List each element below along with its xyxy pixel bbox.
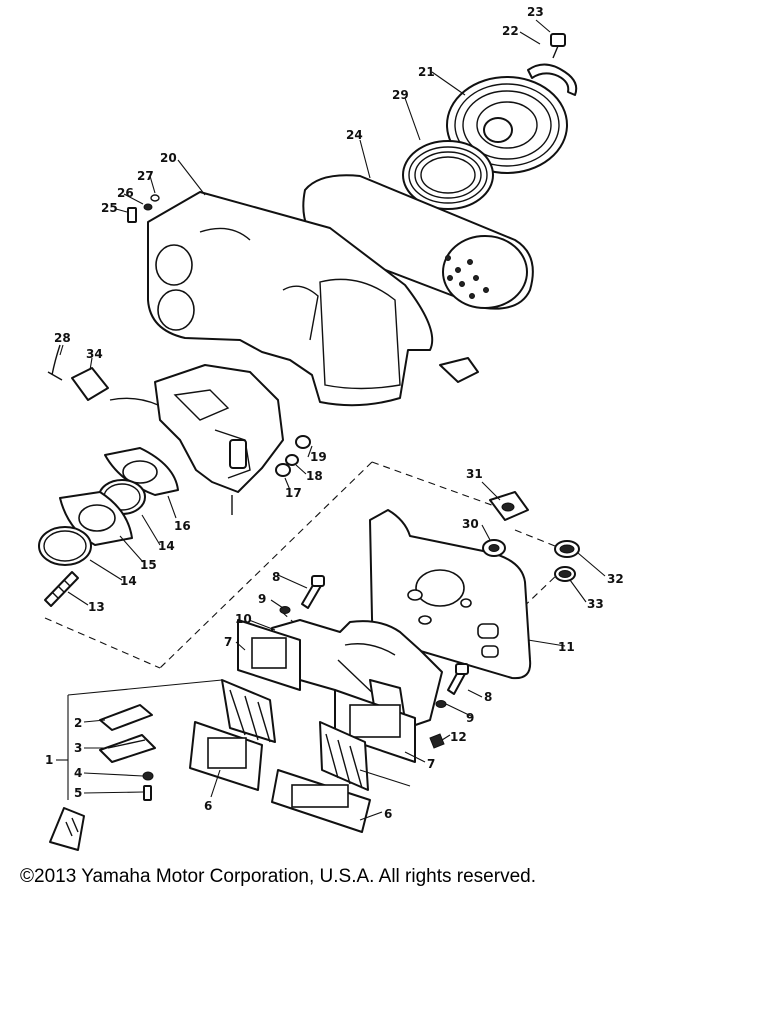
callout-32: 32 bbox=[607, 572, 624, 586]
callout-24: 24 bbox=[346, 128, 363, 142]
gasket-6-lower bbox=[271, 769, 371, 833]
gasket-16 bbox=[104, 447, 179, 496]
callout-23: 23 bbox=[527, 5, 544, 19]
fitting-17 bbox=[275, 463, 291, 477]
clip-22 bbox=[527, 63, 578, 96]
washer-26 bbox=[143, 203, 153, 211]
spring-28 bbox=[47, 344, 63, 381]
callout-6-lower: 6 bbox=[384, 807, 392, 821]
front-direction-marker bbox=[49, 807, 85, 851]
perforations bbox=[445, 255, 489, 299]
callout-12: 12 bbox=[450, 730, 467, 744]
callout-7-lower: 7 bbox=[427, 757, 435, 771]
callout-20: 20 bbox=[160, 151, 177, 165]
callout-9-upper: 9 bbox=[258, 592, 266, 606]
callout-11: 11 bbox=[558, 640, 575, 654]
callout-25: 25 bbox=[101, 201, 118, 215]
screw-5 bbox=[143, 785, 152, 801]
callout-9-lower: 9 bbox=[466, 711, 474, 725]
washer-9-lower bbox=[435, 700, 447, 708]
callout-31: 31 bbox=[466, 467, 483, 481]
callout-7-upper: 7 bbox=[224, 635, 232, 649]
reed-valve-assembly-upper bbox=[221, 679, 276, 743]
screw-12 bbox=[429, 733, 445, 749]
callout-13: 13 bbox=[88, 600, 105, 614]
callout-2: 2 bbox=[74, 716, 82, 730]
callout-6-upper: 6 bbox=[204, 799, 212, 813]
callout-18: 18 bbox=[306, 469, 323, 483]
callout-21: 21 bbox=[418, 65, 435, 79]
callout-14-upper: 14 bbox=[158, 539, 175, 553]
carburetor bbox=[109, 364, 284, 515]
o-ring-14-lower bbox=[38, 526, 92, 566]
callout-16: 16 bbox=[174, 519, 191, 533]
exploded-parts-diagram: 23 22 21 29 24 20 27 26 25 28 34 19 18 1… bbox=[38, 5, 624, 851]
callout-33: 33 bbox=[587, 597, 604, 611]
callout-8-lower: 8 bbox=[484, 690, 492, 704]
bolt-8-upper bbox=[301, 575, 325, 609]
silencer-case-20 bbox=[147, 191, 479, 407]
callout-1: 1 bbox=[45, 753, 53, 767]
stud-13 bbox=[44, 571, 79, 607]
callout-22: 22 bbox=[502, 24, 519, 38]
callout-28: 28 bbox=[54, 331, 71, 345]
washer-4 bbox=[142, 771, 154, 781]
callout-15: 15 bbox=[140, 558, 157, 572]
callout-8-upper: 8 bbox=[272, 570, 280, 584]
callout-34: 34 bbox=[86, 347, 103, 361]
callout-27: 27 bbox=[137, 169, 154, 183]
lock-washer-27 bbox=[150, 194, 160, 202]
silencer-tube-24 bbox=[302, 174, 534, 310]
callout-10: 10 bbox=[235, 612, 252, 626]
callout-labels: 23 22 21 29 24 20 27 26 25 28 34 19 18 1… bbox=[45, 5, 624, 821]
reed-valve-assembly-lower bbox=[319, 721, 369, 791]
callout-4: 4 bbox=[74, 766, 82, 780]
callout-26: 26 bbox=[117, 186, 134, 200]
fitting-19 bbox=[295, 435, 311, 449]
part-33 bbox=[554, 566, 576, 582]
callout-29: 29 bbox=[392, 88, 409, 102]
leader-lines bbox=[59, 19, 606, 821]
copyright-notice: ©2013 Yamaha Motor Corporation, U.S.A. A… bbox=[20, 866, 536, 887]
grommet-30 bbox=[482, 539, 506, 557]
part-34 bbox=[71, 367, 109, 401]
callout-17: 17 bbox=[285, 486, 302, 500]
reed-2 bbox=[99, 704, 153, 731]
gasket-6-upper bbox=[189, 721, 263, 791]
bolt-23 bbox=[550, 33, 566, 59]
filter-element-29 bbox=[402, 140, 494, 210]
gasket-7-upper bbox=[237, 619, 301, 691]
fitting-18 bbox=[285, 454, 299, 466]
gasket-7-lower bbox=[334, 689, 416, 763]
callout-30: 30 bbox=[462, 517, 479, 531]
callout-19: 19 bbox=[310, 450, 327, 464]
callout-14-lower: 14 bbox=[120, 574, 137, 588]
bolt-8-lower bbox=[447, 663, 469, 695]
callout-3: 3 bbox=[74, 741, 82, 755]
stopper-3 bbox=[99, 734, 156, 763]
callout-5: 5 bbox=[74, 786, 82, 800]
screw-25 bbox=[127, 207, 137, 223]
part-32 bbox=[554, 540, 580, 558]
